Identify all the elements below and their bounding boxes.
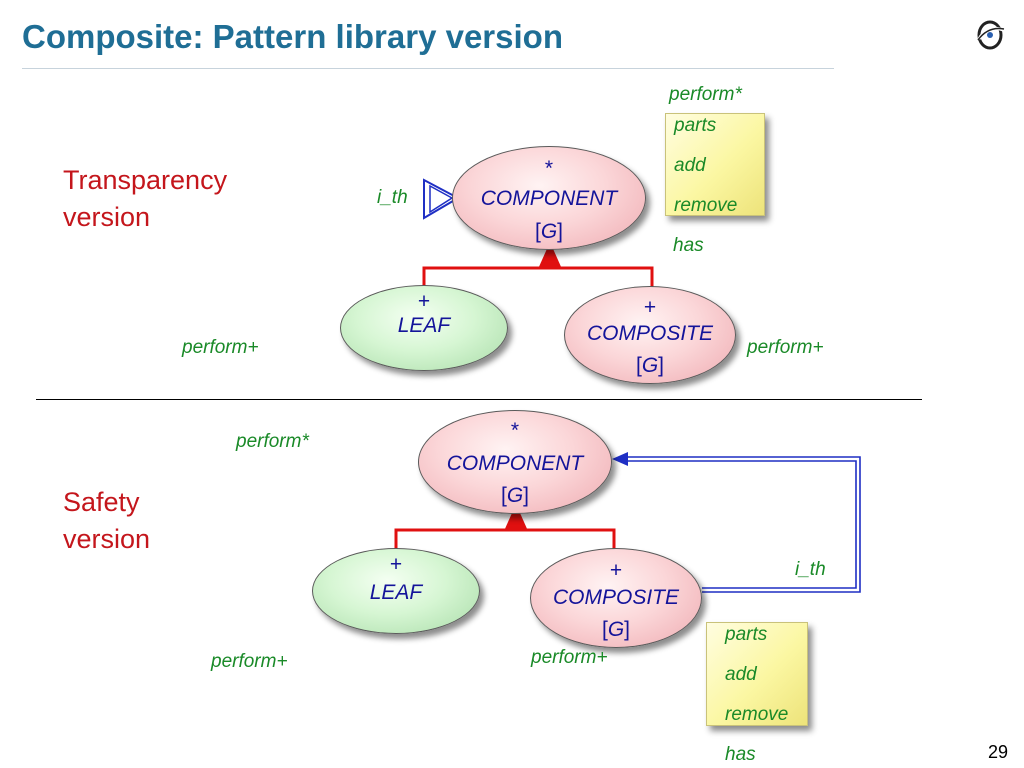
safety-component-perform: perform* xyxy=(236,431,309,452)
component-generic: [G] xyxy=(453,220,645,243)
safety-composite-perform: perform+ xyxy=(531,647,608,668)
component-name: COMPONENT xyxy=(446,452,584,475)
safety-features-box: parts add remove xyxy=(706,622,808,726)
page-number: 29 xyxy=(987,742,1008,762)
transparency-leaf-perform: perform+ xyxy=(182,337,259,358)
section-divider xyxy=(36,399,922,400)
transparency-label-line1: Transparency xyxy=(63,165,228,195)
safety-feature-has: has xyxy=(725,744,756,765)
eiffel-logo-icon xyxy=(977,20,1005,50)
leaf-name: LEAF xyxy=(369,581,423,604)
client-arrow-ith-safety xyxy=(612,452,861,593)
component-generic: [G] xyxy=(419,484,611,507)
composite-name: COMPOSITE xyxy=(552,586,679,609)
component-class-name: COMPONENT xyxy=(419,452,611,475)
generic-close: ] xyxy=(557,220,564,243)
inheritance-arrow-transparency xyxy=(422,242,654,290)
client-arrow-ith-transparency xyxy=(423,178,461,220)
generic-close: ] xyxy=(523,484,530,507)
composite-name: COMPOSITE xyxy=(586,322,713,345)
feature-remove: remove xyxy=(725,704,789,725)
generic-param: G xyxy=(540,220,558,243)
transparency-composite-perform: perform+ xyxy=(747,337,824,358)
leaf-class-name: LEAF xyxy=(313,581,479,604)
transparency-feature-has: has xyxy=(673,235,704,256)
safety-composite-class: + COMPOSITE [G] xyxy=(530,548,702,648)
generic-close: ] xyxy=(624,618,631,641)
composite-class-name: COMPOSITE xyxy=(565,322,735,345)
safety-version-label: Safety version xyxy=(63,484,150,558)
transparency-leaf-class: + LEAF xyxy=(340,285,508,371)
generic-param: G xyxy=(641,354,659,377)
feature-remove: remove xyxy=(674,195,738,216)
generic-open: [ xyxy=(500,484,507,507)
safety-component-class: * COMPONENT [G] xyxy=(418,410,612,514)
inheritance-arrow-safety xyxy=(394,504,616,552)
transparency-version-label: Transparency version xyxy=(63,162,227,236)
safety-label-line1: Safety xyxy=(63,487,140,517)
transparency-composite-class: + COMPOSITE [G] xyxy=(564,286,736,384)
composite-generic: [G] xyxy=(531,618,701,641)
generic-close: ] xyxy=(658,354,665,377)
transparency-component-perform: perform* xyxy=(669,84,742,105)
composite-effective-marker: + xyxy=(643,296,657,319)
feature-add: add xyxy=(674,155,706,176)
transparency-features-box: parts add remove xyxy=(665,113,765,216)
composite-class-name: COMPOSITE xyxy=(531,586,701,609)
slide-title: Composite: Pattern library version xyxy=(22,18,563,55)
safety-leaf-class: + LEAF xyxy=(312,548,480,634)
leaf-name: LEAF xyxy=(397,314,451,337)
transparency-component-class: * COMPONENT [G] xyxy=(452,146,646,250)
safety-leaf-perform: perform+ xyxy=(211,651,288,672)
component-class-name: COMPONENT xyxy=(453,187,645,210)
composite-effective-marker: + xyxy=(609,559,623,582)
generic-open: [ xyxy=(601,618,608,641)
safety-feature-ith: i_th xyxy=(795,559,826,580)
component-name: COMPONENT xyxy=(480,187,618,210)
transparency-feature-ith: i_th xyxy=(377,187,408,208)
feature-add: add xyxy=(725,664,757,685)
transparency-label-line2: version xyxy=(63,202,151,232)
composite-generic: [G] xyxy=(565,354,735,377)
leaf-effective-marker: + xyxy=(389,553,403,576)
generic-param: G xyxy=(607,618,625,641)
feature-parts: parts xyxy=(725,624,768,645)
leaf-effective-marker: + xyxy=(417,290,431,313)
safety-label-line2: version xyxy=(63,524,151,554)
generic-open: [ xyxy=(534,220,541,243)
component-deferred-marker: * xyxy=(510,419,520,442)
component-deferred-marker: * xyxy=(544,157,554,180)
generic-open: [ xyxy=(635,354,642,377)
feature-parts: parts xyxy=(674,115,717,136)
leaf-class-name: LEAF xyxy=(341,314,507,337)
generic-param: G xyxy=(506,484,524,507)
title-rule xyxy=(22,68,834,69)
